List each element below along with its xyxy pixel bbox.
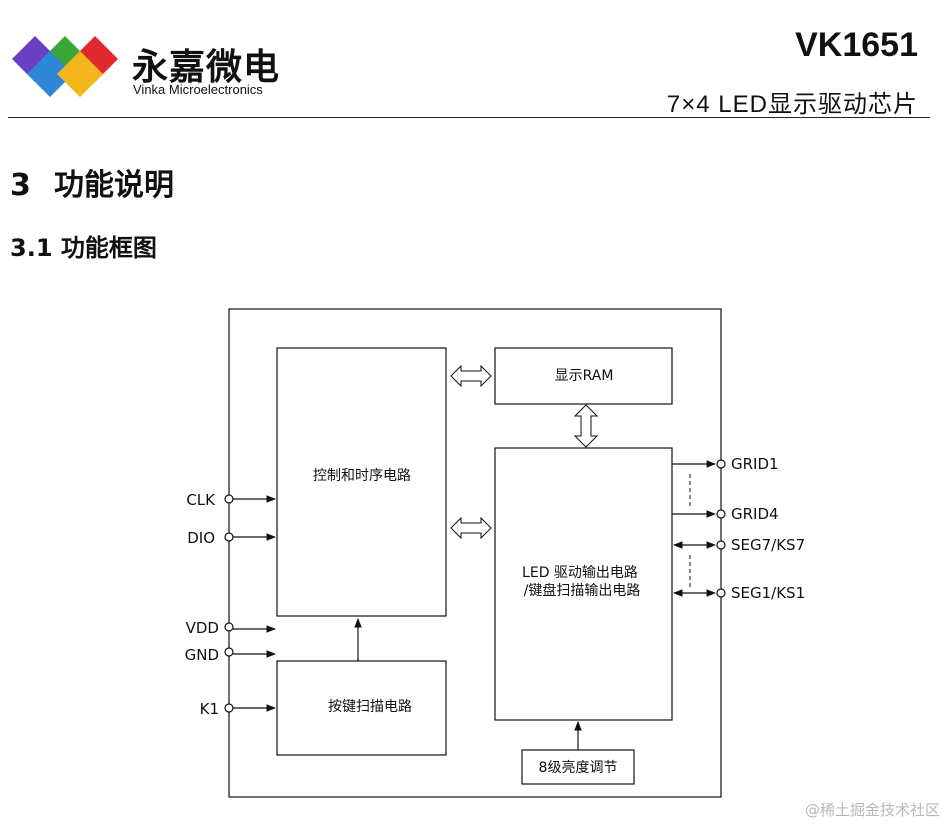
control-driver-double-arrow <box>450 516 492 540</box>
pin-grid4-label: GRID4 <box>731 505 779 523</box>
pin-grid4: GRID4 <box>672 505 779 523</box>
section-heading: 3 功能说明 <box>10 160 174 204</box>
chip-model: VK1651 <box>795 26 918 64</box>
pin-dio: DIO <box>187 529 276 547</box>
pin-seg7-label: SEG7/KS7 <box>731 536 805 554</box>
pin-clk-label: CLK <box>186 491 216 509</box>
logo-diamond-yellow <box>57 51 103 97</box>
pin-vdd: VDD <box>186 619 276 637</box>
watermark: @稀土掘金技术社区 <box>804 801 940 819</box>
logo-chinese-name: 永嘉微电 <box>132 47 281 88</box>
pin-k1: K1 <box>200 700 276 718</box>
key-scan-block <box>276 660 447 756</box>
pin-clk: CLK <box>186 491 276 509</box>
pin-dio-label: DIO <box>187 529 215 547</box>
display-ram-block <box>494 347 673 405</box>
pin-vdd-label: VDD <box>186 619 219 637</box>
chip-outline <box>228 308 722 798</box>
control-ram-double-arrow <box>450 364 492 388</box>
key-scan-label: 按键扫描电路 <box>328 699 412 715</box>
led-driver-label-line2: /键盘扫描输出电路 <box>524 582 641 599</box>
pin-gnd: GND <box>185 646 276 664</box>
pin-gnd-label: GND <box>185 646 219 664</box>
led-driver-block <box>494 447 673 721</box>
logo-english-name: Vinka Microelectronics <box>133 82 263 97</box>
control-timing-label: 控制和时序电路 <box>313 468 411 484</box>
pin-seg1-ks1: SEG1/KS1 <box>673 584 805 602</box>
pin-grid1-label: GRID1 <box>731 455 779 473</box>
pin-seg7-ks7: SEG7/KS7 <box>673 536 805 554</box>
pin-seg1-label: SEG1/KS1 <box>731 584 805 602</box>
ram-driver-double-arrow <box>573 404 599 448</box>
brightness-label: 8级亮度调节 <box>539 759 618 776</box>
section-title: 功能说明 <box>54 168 174 203</box>
led-driver-label-line1: LED 驱动输出电路 <box>522 565 638 581</box>
display-ram-label: 显示RAM <box>555 368 614 384</box>
chip-subtitle: 7×4 LED显示驱动芯片 <box>666 91 918 118</box>
pin-grid1: GRID1 <box>672 455 779 473</box>
subsection-heading: 3.1 功能框图 <box>10 234 157 262</box>
logo-diamond-blue <box>27 51 73 97</box>
vinka-logo <box>12 36 118 97</box>
header-divider <box>8 117 930 118</box>
section-number: 3 <box>10 168 31 203</box>
pin-k1-label: K1 <box>200 700 219 718</box>
control-timing-block <box>276 347 447 617</box>
